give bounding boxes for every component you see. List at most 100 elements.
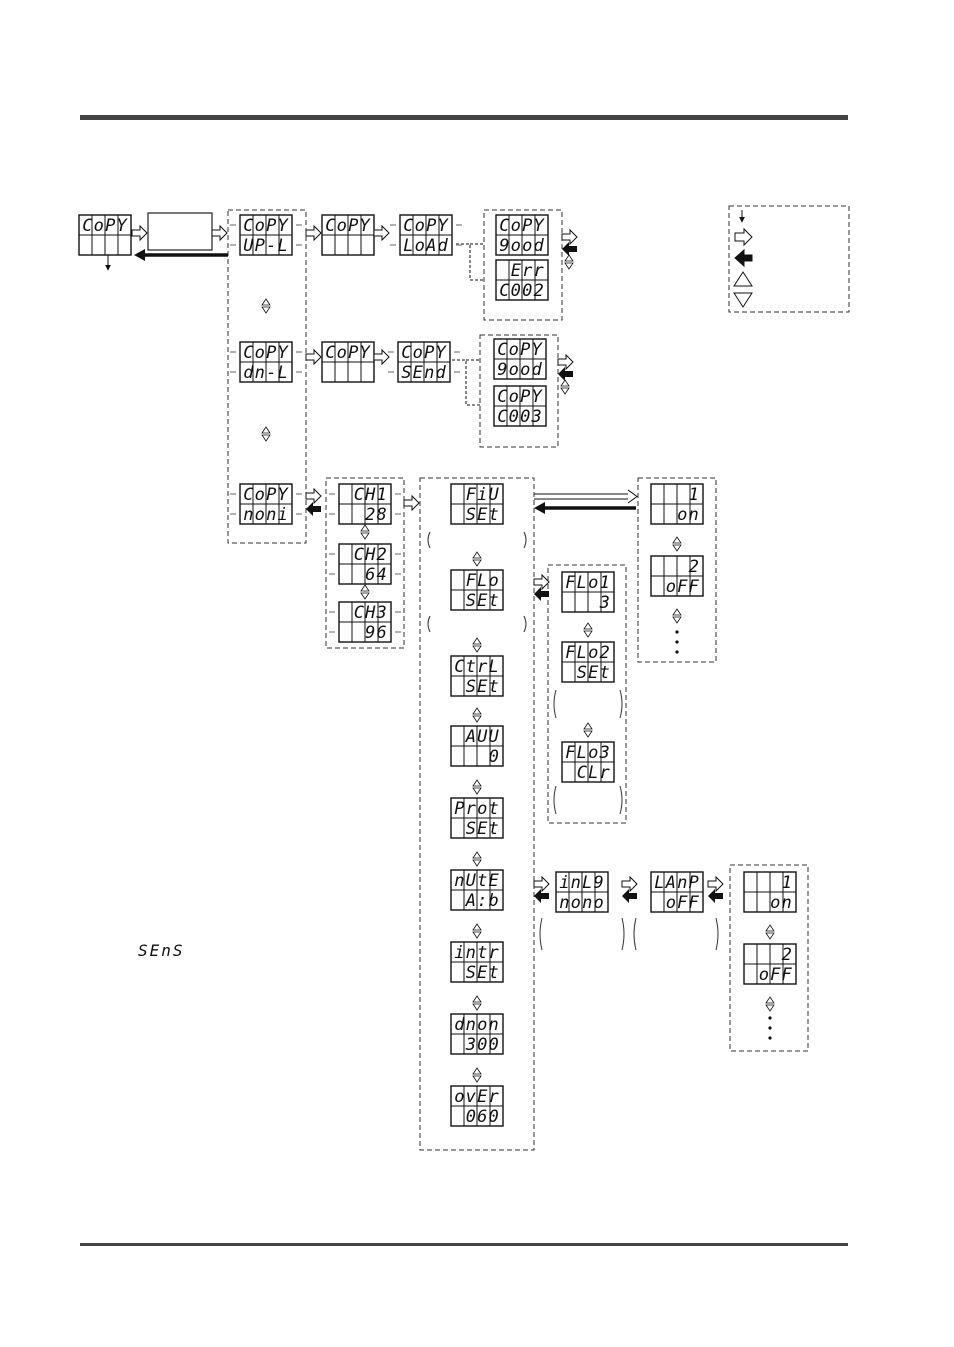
inlg-forward-arrow bbox=[534, 877, 549, 891]
upload-blank-display: CoPY bbox=[322, 215, 374, 255]
flo-item-display-1-top-text: FLo1 bbox=[565, 573, 611, 593]
flo-item-display-3-top-text: FLo3 bbox=[565, 743, 611, 763]
menu-display-6-top-text: nUtE bbox=[454, 871, 500, 891]
menu-updown-icon-1 bbox=[473, 552, 481, 566]
channel-display-2: CH264 bbox=[329, 544, 401, 585]
lamp-display-bottom-text: oFF bbox=[666, 893, 700, 913]
channel-updown-icon-2 bbox=[361, 585, 369, 599]
upload-load-display-top-text: CoPY bbox=[403, 216, 449, 236]
copy-display: CoPY bbox=[79, 215, 131, 255]
menu-display-1-top-text: FiU bbox=[466, 485, 500, 505]
upload-result-forward-arrow bbox=[562, 230, 577, 244]
menu-display-6-bottom-text: A:b bbox=[465, 891, 500, 911]
upload-err-display-bottom-text: C002 bbox=[499, 281, 545, 301]
download-good-display-bottom-text: 9ood bbox=[497, 360, 543, 380]
upload-display-bottom-text: UP-L bbox=[243, 236, 289, 256]
upload-load-display-bottom-text: LoAd bbox=[403, 236, 449, 256]
download-result-forward-arrow bbox=[558, 355, 573, 369]
upload-blank-display-top-text: CoPY bbox=[325, 216, 371, 236]
fiu-return-arrow-head bbox=[534, 502, 545, 514]
download-good-display: CoPY9ood bbox=[494, 339, 546, 380]
menu-display-9: ovEr060 bbox=[451, 1086, 503, 1127]
download-err-display-top-text: CoPY bbox=[497, 387, 543, 407]
upload-good-display: CoPY9ood bbox=[496, 215, 548, 256]
lamp-items-forward-arrow bbox=[708, 877, 723, 891]
double-arrow bbox=[534, 490, 637, 503]
flo-item-display-1-bottom-text: 3 bbox=[599, 593, 611, 613]
lamp-updown-icon-2 bbox=[766, 997, 774, 1011]
inlg-display: inL9nono bbox=[556, 872, 608, 913]
menu-updown-icon-3 bbox=[473, 708, 481, 722]
fiu-item-display-1: 1on bbox=[651, 484, 703, 525]
download-good-display-top-text: CoPY bbox=[497, 340, 543, 360]
monitor-display: CoPYnoni bbox=[230, 484, 302, 525]
menu-display-9-bottom-text: 060 bbox=[466, 1107, 500, 1127]
menu-display-9-top-text: ovEr bbox=[454, 1087, 500, 1107]
download-send-display-bottom-text: SEnd bbox=[401, 363, 447, 383]
download-result-updown-icon bbox=[561, 380, 569, 394]
menu-updown-icon-8 bbox=[473, 1068, 481, 1082]
lamp-more-dots bbox=[768, 1016, 771, 1039]
menu-display-5-bottom-text: SEt bbox=[466, 819, 500, 839]
channel-forward-arrow bbox=[404, 496, 419, 510]
fiu-item-display-1-top-text: 1 bbox=[689, 485, 700, 505]
menu-display-2: FLoSEt bbox=[451, 570, 503, 611]
download-send-display-top-text: CoPY bbox=[401, 343, 447, 363]
menu-updown-icon-5 bbox=[473, 852, 481, 866]
download-forward-arrow bbox=[306, 350, 321, 364]
blank-label-box bbox=[148, 213, 212, 250]
upload-good-display-top-text: CoPY bbox=[499, 216, 545, 236]
monitor-display-bottom-text: noni bbox=[243, 505, 289, 525]
fiu-item-display-2-top-text: 2 bbox=[689, 557, 700, 577]
copy-forward-arrow bbox=[132, 226, 147, 240]
download-err-display-bottom-text: C003 bbox=[497, 407, 543, 427]
channel-display-1-top-text: CH1 bbox=[354, 485, 388, 505]
flo-item-display-3: FLo3CLr bbox=[562, 742, 614, 783]
monitor-display-top-text: CoPY bbox=[243, 485, 289, 505]
lamp-forward-arrow bbox=[622, 877, 637, 891]
menu-updown-icon-6 bbox=[473, 924, 481, 938]
download-blank-display: CoPY bbox=[322, 342, 374, 382]
flo-item-display-3-bottom-text: CLr bbox=[577, 763, 611, 783]
lamp-item-display-1-bottom-text: on bbox=[770, 893, 793, 913]
channel-display-2-top-text: CH2 bbox=[354, 545, 388, 565]
legend bbox=[734, 210, 752, 307]
channel-display-2-bottom-text: 64 bbox=[365, 565, 388, 585]
upload-display: CoPYUP-L bbox=[230, 215, 302, 256]
menu-display-8-bottom-text: 300 bbox=[465, 1035, 500, 1055]
menu-display-4-top-text: AUU bbox=[465, 727, 500, 747]
channel-updown-icon-1 bbox=[361, 525, 369, 539]
menu-display-3-top-text: CtrL bbox=[454, 657, 500, 677]
upload-forward-arrow bbox=[306, 226, 321, 240]
download-display-top-text: CoPY bbox=[243, 343, 289, 363]
upload-result-updown-icon bbox=[565, 255, 573, 269]
inlg-display-top-text: inL9 bbox=[559, 873, 605, 893]
flo-updown-icon-1 bbox=[584, 623, 592, 637]
mode-updown-icon-1 bbox=[262, 299, 270, 313]
menu-updown-icon-2 bbox=[473, 638, 481, 652]
fiu-more-dots bbox=[675, 630, 678, 653]
download-display-bottom-text: dn-L bbox=[243, 363, 289, 383]
lamp-item-display-1-top-text: 1 bbox=[782, 873, 793, 893]
flo-updown-icon-2 bbox=[584, 723, 592, 737]
upload-blank-forward-arrow bbox=[374, 226, 389, 240]
menu-display-5: ProtSEt bbox=[451, 798, 503, 839]
return-arrow-head bbox=[134, 249, 145, 261]
lamp-item-display-2-bottom-text: oFF bbox=[759, 965, 793, 985]
download-branch-connector bbox=[452, 360, 480, 405]
